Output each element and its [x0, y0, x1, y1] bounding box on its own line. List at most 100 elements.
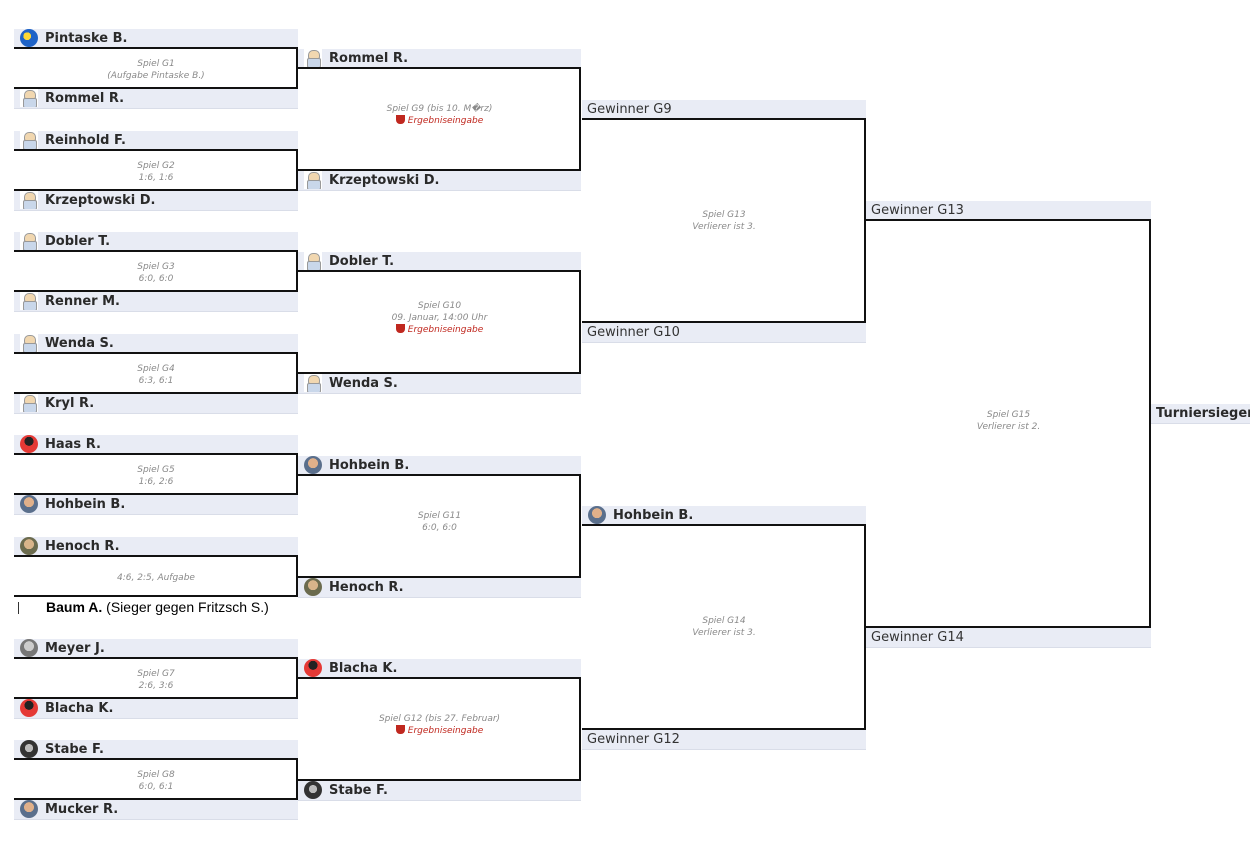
player-slot[interactable]: Baum A. (Sieger gegen Fritzsch S.): [14, 598, 298, 618]
result-entry-link[interactable]: Ergebniseingabe: [320, 115, 560, 127]
player-name[interactable]: Rommel R.: [329, 51, 409, 66]
match-info-line: (Aufgabe Pintaske B.): [107, 71, 205, 81]
player-name[interactable]: Blacha K.: [45, 700, 114, 716]
grey-avatar-icon: [20, 638, 38, 657]
player-slot[interactable]: Rommel R.: [298, 49, 581, 69]
bracket-connector: [582, 118, 866, 323]
match-info-line: Verlierer ist 3.: [692, 221, 756, 232]
player-slot[interactable]: Krzeptowski D.: [298, 171, 581, 191]
player-name[interactable]: Stabe F.: [329, 783, 388, 798]
result-entry-label[interactable]: Ergebniseingabe: [407, 325, 484, 335]
player-slot[interactable]: Blacha K.: [298, 659, 581, 679]
player-name[interactable]: Dobler T.: [329, 254, 395, 269]
player-name[interactable]: Wenda S.: [329, 376, 398, 391]
player-name[interactable]: Gewinner G9: [587, 102, 672, 117]
player-name[interactable]: Mucker R.: [45, 802, 119, 818]
player-name[interactable]: Krzeptowski D.: [45, 192, 156, 208]
player-name[interactable]: Henoch R.: [45, 539, 120, 554]
player-name[interactable]: Stabe F.: [45, 742, 104, 758]
player-slot[interactable]: Reinhold F.: [14, 130, 298, 151]
bracket-connector: [298, 67, 581, 171]
player-slot[interactable]: Kryl R.: [14, 393, 298, 414]
player-slot[interactable]: Hohbein B.: [298, 456, 581, 476]
match-info-line: Spiel G1: [137, 59, 175, 69]
player-name[interactable]: Henoch R.: [329, 580, 404, 595]
player-name[interactable]: Meyer J.: [45, 640, 105, 656]
player-name[interactable]: Renner M.: [45, 294, 120, 310]
match-info-line: 2:6, 3:6: [138, 680, 174, 691]
player-name[interactable]: Baum A. (Sieger gegen Fritzsch S.): [46, 599, 269, 615]
player-slot[interactable]: Henoch R.: [298, 578, 581, 598]
olive-avatar-icon: [304, 578, 322, 596]
player-slot[interactable]: Hohbein B.: [14, 495, 298, 516]
bun-avatar-icon: [20, 190, 38, 209]
match-info: Spiel G9 (bis 10. M�rz)Ergebniseingabe: [320, 103, 560, 127]
trophy-icon: [395, 725, 405, 734]
match-info-line: 4:6, 2:5, Aufgabe: [117, 573, 195, 583]
bun-avatar-icon: [304, 171, 322, 189]
player-slot[interactable]: Pintaske B.: [14, 29, 298, 49]
player-slot[interactable]: Hohbein B.: [582, 506, 866, 526]
red-avatar-icon: [20, 698, 38, 717]
bracket-connector: [14, 758, 298, 801]
bracket-connector: [14, 453, 298, 496]
bun-avatar-icon: [304, 49, 322, 67]
player-name[interactable]: Turniersieger: [1156, 406, 1250, 421]
player-slot[interactable]: Rommel R.: [14, 89, 298, 109]
divider: [18, 602, 19, 614]
match-info-line: 6:0, 6:0: [138, 274, 174, 285]
player-slot[interactable]: Mucker R.: [14, 800, 298, 821]
player-name[interactable]: Gewinner G12: [587, 732, 680, 747]
photo-avatar-icon: [20, 495, 38, 514]
player-name[interactable]: Gewinner G14: [871, 630, 964, 645]
player-slot[interactable]: Dobler T.: [14, 232, 298, 253]
player-name[interactable]: Krzeptowski D.: [329, 173, 440, 188]
photo-avatar-icon: [20, 800, 38, 819]
player-slot[interactable]: Henoch R.: [14, 537, 298, 557]
match-info-line: Spiel G3: [137, 262, 175, 273]
result-entry-label[interactable]: Ergebniseingabe: [407, 116, 484, 126]
player-slot[interactable]: Blacha K.: [14, 698, 298, 719]
player-slot[interactable]: Gewinner G14: [866, 628, 1151, 648]
player-name[interactable]: Gewinner G10: [587, 325, 680, 340]
result-entry-link[interactable]: Ergebniseingabe: [320, 725, 560, 737]
player-name[interactable]: Rommel R.: [45, 91, 125, 106]
player-slot[interactable]: Renner M.: [14, 292, 298, 313]
player-name[interactable]: Hohbein B.: [329, 458, 410, 473]
bw-avatar-icon: [20, 740, 38, 759]
player-slot[interactable]: Haas R.: [14, 435, 298, 456]
result-entry-label[interactable]: Ergebniseingabe: [407, 726, 484, 736]
bun-avatar-icon: [20, 333, 38, 352]
player-name[interactable]: Hohbein B.: [613, 508, 694, 523]
player-slot[interactable]: Gewinner G9: [582, 100, 866, 120]
player-name[interactable]: Reinhold F.: [45, 132, 126, 148]
match-info-line: Spiel G10: [417, 301, 462, 311]
champion-slot[interactable]: Turniersieger: [1151, 404, 1250, 424]
player-slot[interactable]: Dobler T.: [298, 252, 581, 272]
player-name[interactable]: Hohbein B.: [45, 497, 126, 513]
player-slot[interactable]: Krzeptowski D.: [14, 190, 298, 211]
player-slot[interactable]: Wenda S.: [298, 374, 581, 394]
player-slot[interactable]: Gewinner G12: [582, 730, 866, 750]
player-name-bold[interactable]: Baum A.: [46, 599, 103, 615]
player-slot[interactable]: Stabe F.: [298, 781, 581, 801]
player-name[interactable]: Dobler T.: [45, 234, 111, 250]
player-name[interactable]: Wenda S.: [45, 335, 114, 351]
player-name[interactable]: Kryl R.: [45, 395, 95, 411]
result-entry-link[interactable]: Ergebniseingabe: [320, 324, 560, 336]
player-slot[interactable]: Stabe F.: [14, 740, 298, 761]
player-name[interactable]: Gewinner G13: [871, 203, 964, 218]
player-slot[interactable]: Gewinner G10: [582, 323, 866, 343]
player-slot[interactable]: Meyer J.: [14, 638, 298, 659]
player-name[interactable]: Blacha K.: [329, 661, 398, 676]
player-name[interactable]: Haas R.: [45, 437, 101, 453]
player-name[interactable]: Pintaske B.: [45, 31, 128, 46]
red-avatar-icon: [20, 435, 38, 454]
player-slot[interactable]: Wenda S.: [14, 333, 298, 354]
red-avatar-icon: [304, 659, 322, 677]
match-info-line: Spiel G11: [417, 511, 462, 521]
player-slot[interactable]: Gewinner G13: [866, 201, 1151, 221]
